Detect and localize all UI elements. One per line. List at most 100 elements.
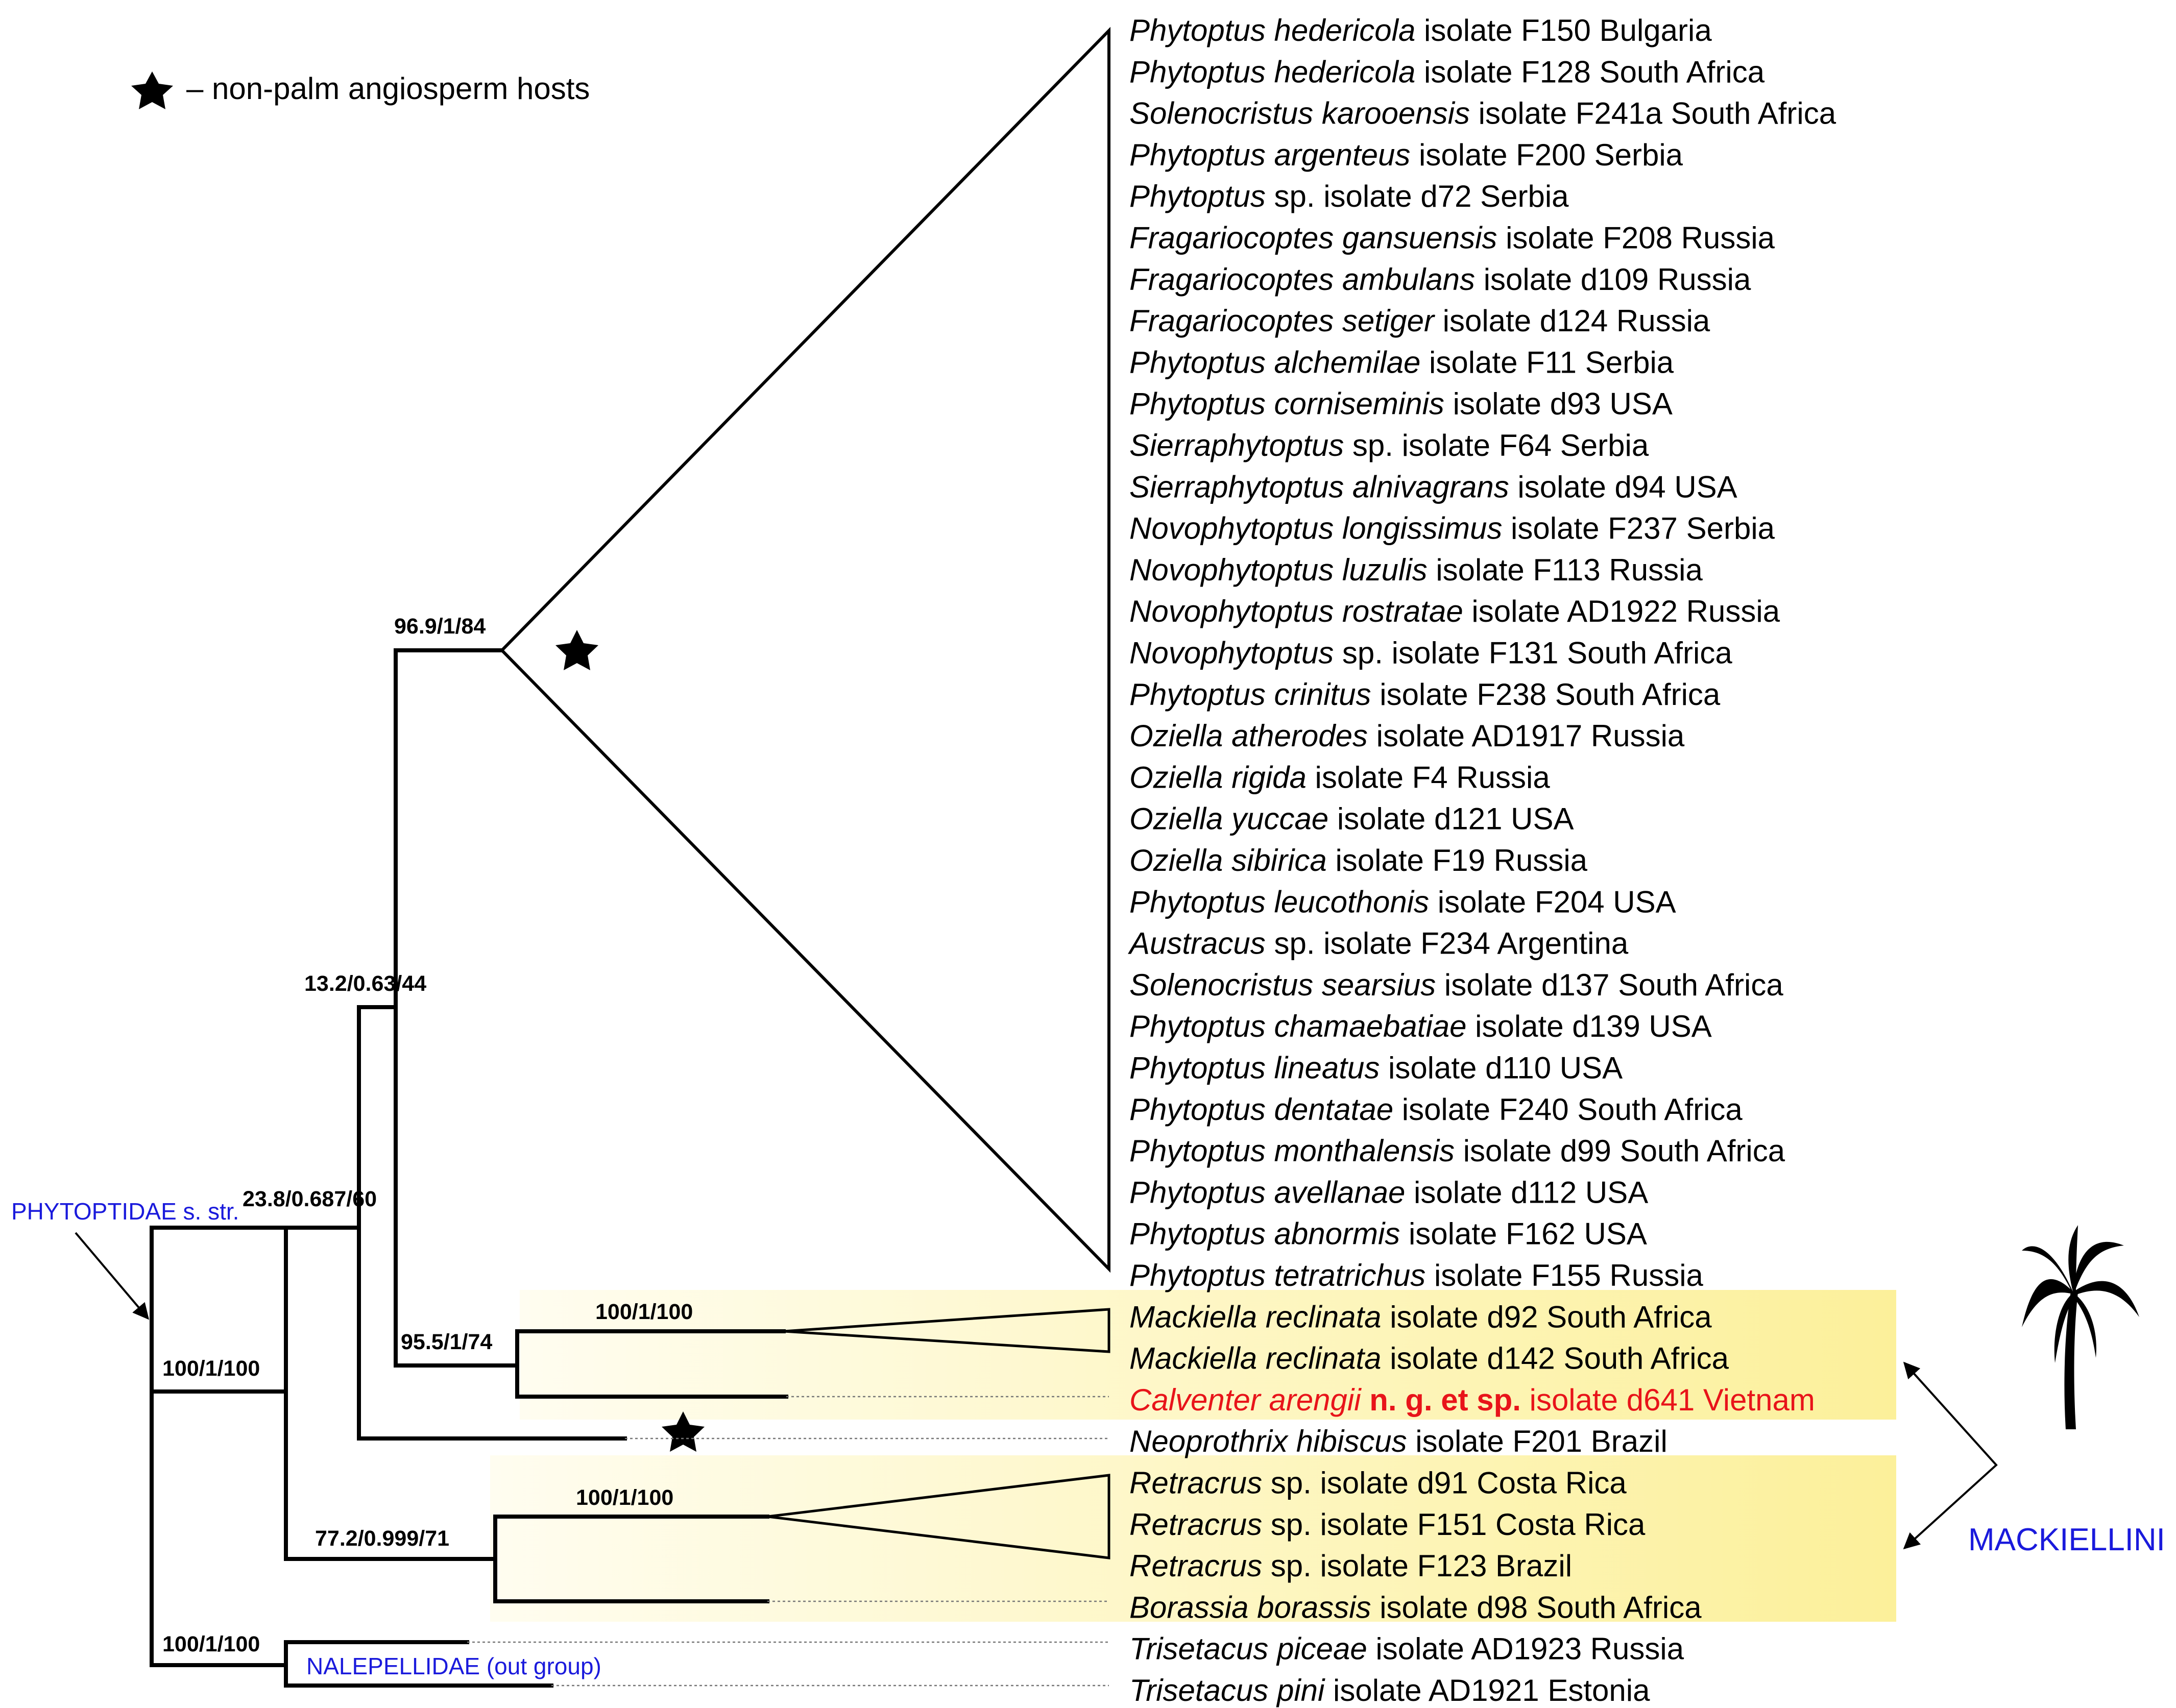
taxon-isolate: isolate F240 South Africa xyxy=(1393,1092,1743,1127)
taxon-isolate: isolate d139 USA xyxy=(1466,1009,1711,1043)
taxon-name: Fragariocoptes ambulans xyxy=(1129,262,1475,297)
taxon-name: Solenocristus searsius xyxy=(1129,968,1436,1002)
collapsed-clade-triangle xyxy=(499,27,1110,1273)
taxon-isolate: isolate F155 Russia xyxy=(1425,1258,1703,1292)
taxon-name: Oziella atherodes xyxy=(1129,719,1368,753)
taxon-label: Retracrus sp. isolate d91 Costa Rica xyxy=(1129,1466,1627,1500)
taxon-label: Trisetacus piceae isolate AD1923 Russia xyxy=(1129,1632,1684,1666)
taxon-label: Oziella atherodes isolate AD1917 Russia xyxy=(1129,719,1685,753)
taxon-label: Phytoptus corniseminis isolate d93 USA xyxy=(1129,387,1673,421)
taxon-name: Sierraphytoptus alnivagrans xyxy=(1129,470,1509,504)
taxon-name: Novophytoptus rostratae xyxy=(1129,594,1463,628)
taxon-label: Mackiella reclinata isolate d92 South Af… xyxy=(1129,1300,1712,1334)
taxon-isolate: isolate F113 Russia xyxy=(1428,553,1703,587)
taxon-label: Phytoptus hedericola isolate F150 Bulgar… xyxy=(1129,13,1712,47)
taxon-name: Phytoptus tetratrichus xyxy=(1129,1258,1425,1292)
taxon-name: Phytoptus xyxy=(1129,179,1266,213)
taxon-label: Calventer arengii n. g. et sp. isolate d… xyxy=(1129,1383,1815,1417)
taxon-label: Trisetacus pini isolate AD1921 Estonia xyxy=(1129,1673,1650,1707)
taxon-label: Retracrus sp. isolate F151 Costa Rica xyxy=(1129,1507,1646,1542)
taxon-isolate: isolate d137 South Africa xyxy=(1436,968,1783,1002)
taxon-label: Neoprothrix hibiscus isolate F201 Brazil xyxy=(1129,1424,1667,1458)
support-value: 23.8/0.687/60 xyxy=(243,1187,377,1211)
nalepellidae-label: NALEPELLIDAE (out group) xyxy=(306,1653,601,1679)
taxon-isolate: isolate d94 USA xyxy=(1509,470,1737,504)
taxon-name: Phytoptus avellanae xyxy=(1129,1175,1405,1209)
taxon-label: Fragariocoptes setiger isolate d124 Russ… xyxy=(1129,304,1710,338)
taxon-label: Austracus sp. isolate F234 Argentina xyxy=(1128,926,1629,961)
taxon-label: Phytoptus avellanae isolate d112 USA xyxy=(1129,1175,1648,1209)
taxon-name: Phytoptus hedericola xyxy=(1129,13,1415,47)
taxon-label: Phytoptus tetratrichus isolate F155 Russ… xyxy=(1129,1258,1704,1292)
legend: – non-palm angiosperm hosts xyxy=(131,71,590,109)
taxon-label: Phytoptus argenteus isolate F200 Serbia xyxy=(1129,138,1683,172)
taxon-name: Phytoptus dentatae xyxy=(1129,1092,1393,1127)
taxon-name: Retracrus xyxy=(1129,1507,1262,1542)
support-value: 77.2/0.999/71 xyxy=(315,1526,449,1551)
taxon-label: Phytoptus monthalensis isolate d99 South… xyxy=(1129,1134,1785,1168)
taxon-name: Novophytoptus xyxy=(1129,636,1334,670)
taxon-isolate: isolate F201 Brazil xyxy=(1407,1424,1667,1458)
taxon-isolate: sp. isolate F64 Serbia xyxy=(1344,428,1649,462)
taxon-name: Phytoptus argenteus xyxy=(1129,138,1410,172)
taxon-label: Oziella sibirica isolate F19 Russia xyxy=(1129,843,1588,877)
taxon-name: Calventer arengii xyxy=(1129,1383,1362,1417)
taxon-isolate: isolate F162 USA xyxy=(1400,1217,1647,1251)
star-icon-node xyxy=(555,630,598,670)
taxon-label: Fragariocoptes ambulans isolate d109 Rus… xyxy=(1129,262,1751,297)
support-values: 96.9/1/84 13.2/0.63/44 23.8/0.687/60 95.… xyxy=(162,614,693,1656)
taxon-isolate: sp. isolate F151 Costa Rica xyxy=(1262,1507,1646,1542)
taxon-name: Phytoptus monthalensis xyxy=(1129,1134,1455,1168)
taxon-name: Novophytoptus longissimus xyxy=(1129,511,1502,546)
taxon-labels: Phytoptus hedericola isolate F150 Bulgar… xyxy=(1128,13,1836,1707)
legend-label: – non-palm angiosperm hosts xyxy=(186,71,590,106)
taxon-name: Neoprothrix hibiscus xyxy=(1129,1424,1407,1458)
taxon-name: Phytoptus crinitus xyxy=(1129,677,1371,712)
taxon-label: Oziella yuccae isolate d121 USA xyxy=(1129,802,1574,836)
taxon-isolate: isolate d110 USA xyxy=(1380,1051,1623,1085)
taxon-name: Fragariocoptes setiger xyxy=(1129,304,1435,338)
palm-tree-icon xyxy=(2022,1225,2139,1429)
taxon-isolate: isolate d109 Russia xyxy=(1475,262,1751,297)
taxon-label: Fragariocoptes gansuensis isolate F208 R… xyxy=(1129,221,1775,255)
taxon-isolate: isolate F150 Bulgaria xyxy=(1415,13,1712,47)
support-value: 100/1/100 xyxy=(162,1356,260,1381)
taxon-name: Mackiella reclinata xyxy=(1129,1341,1382,1376)
star-icon-neoprothrix xyxy=(662,1411,705,1452)
taxon-label: Phytoptus dentatae isolate F240 South Af… xyxy=(1129,1092,1743,1127)
support-value: 13.2/0.63/44 xyxy=(304,971,426,996)
taxon-isolate: isolate d93 USA xyxy=(1444,387,1673,421)
leader-lines xyxy=(467,1396,1109,1687)
taxon-label: Phytoptus alchemilae isolate F11 Serbia xyxy=(1129,345,1674,379)
taxon-label: Sierraphytoptus alnivagrans isolate d94 … xyxy=(1129,470,1737,504)
taxon-isolate: isolate d641 Vietnam xyxy=(1521,1383,1815,1417)
taxon-label: Phytoptus crinitus isolate F238 South Af… xyxy=(1129,677,1721,712)
taxon-label: Sierraphytoptus sp. isolate F64 Serbia xyxy=(1129,428,1649,462)
taxon-name: Oziella sibirica xyxy=(1129,843,1327,877)
taxon-label: Solenocristus karooensis isolate F241a S… xyxy=(1129,96,1836,131)
mackiella-clade-triangle xyxy=(783,1308,1110,1353)
taxon-isolate: isolate AD1922 Russia xyxy=(1463,594,1780,628)
tree-branches xyxy=(150,648,788,1688)
taxon-isolate: isolate F237 Serbia xyxy=(1502,511,1775,546)
taxon-isolate: isolate d124 Russia xyxy=(1434,304,1710,338)
taxon-isolate: isolate F204 USA xyxy=(1429,885,1676,919)
taxon-label: Solenocristus searsius isolate d137 Sout… xyxy=(1129,968,1783,1002)
mackiellini-label: MACKIELLINI xyxy=(1968,1522,2165,1557)
taxon-isolate: isolate F200 Serbia xyxy=(1410,138,1683,172)
taxon-label: Phytoptus chamaebatiae isolate d139 USA xyxy=(1129,1009,1712,1043)
taxon-name: Trisetacus pini xyxy=(1129,1673,1325,1707)
taxon-label: Novophytoptus longissimus isolate F237 S… xyxy=(1129,511,1775,546)
taxon-isolate: isolate F128 South Africa xyxy=(1415,55,1764,89)
support-value: 100/1/100 xyxy=(595,1300,693,1324)
taxon-name: Austracus xyxy=(1128,926,1266,961)
taxon-label: Oziella rigida isolate F4 Russia xyxy=(1129,760,1550,794)
taxon-label: Novophytoptus luzulis isolate F113 Russi… xyxy=(1129,553,1703,587)
taxon-isolate: isolate d98 South Africa xyxy=(1371,1590,1702,1624)
taxon-isolate: isolate F19 Russia xyxy=(1327,843,1588,877)
taxon-new-taxon-mark: n. g. et sp. xyxy=(1361,1383,1521,1417)
taxon-label: Phytoptus abnormis isolate F162 USA xyxy=(1129,1217,1647,1251)
taxon-name: Phytoptus leucothonis xyxy=(1129,885,1429,919)
taxon-name: Phytoptus lineatus xyxy=(1129,1051,1380,1085)
